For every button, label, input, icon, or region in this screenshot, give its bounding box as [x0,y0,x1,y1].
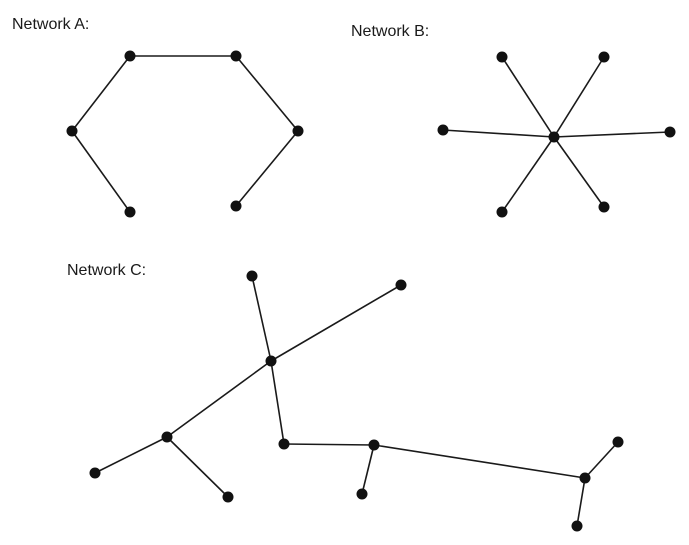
network-b-node [598,51,610,63]
network-c-edge [270,360,285,445]
network-c-node [356,488,368,500]
network-a-edge [235,130,299,207]
network-c-label: Network C: [67,262,147,279]
network-a-node [230,50,242,62]
network-a-node [292,125,304,137]
network-c-edge [584,441,619,479]
network-c-edge [270,284,402,362]
network-b-node [548,131,560,143]
network-b-edge [553,56,605,138]
network-b-node [598,201,610,213]
network-a-node [124,50,136,62]
nodes-layer [66,50,676,532]
network-c-node [265,355,277,367]
network-c-node [579,472,591,484]
network-c-edge [361,444,375,495]
edges-layer [71,55,671,527]
network-c-node [161,431,173,443]
network-c-edge [373,444,586,479]
network-c-node [612,436,624,448]
network-c-node [278,438,290,450]
network-a-node [124,206,136,218]
network-b-node [496,51,508,63]
network-a-label: Network A: [12,16,90,33]
network-c-node [571,520,583,532]
network-c-node [222,491,234,503]
network-c-edge [94,436,168,474]
network-c-node [89,467,101,479]
network-b-edge [553,136,605,208]
network-b-label: Network B: [351,23,430,40]
network-a-edge [71,130,131,213]
network-b-edge [501,56,555,138]
network-a-edge [71,55,131,132]
network-b-node [496,206,508,218]
network-c-node [368,439,380,451]
network-c-edge [283,443,375,446]
network-b-node [664,126,676,138]
network-c-edge [576,477,586,527]
network-a-node [66,125,78,137]
network-b-node [437,124,449,136]
network-c-edge [251,275,272,362]
network-c-edge [166,436,229,498]
network-c-node [395,279,407,291]
network-c-edge [166,360,272,438]
network-c-node [246,270,258,282]
network-a-node [230,200,242,212]
network-b-edge [442,129,555,138]
network-b-edge [553,131,671,138]
network-b-edge [501,136,555,213]
network-a-edge [235,55,299,132]
